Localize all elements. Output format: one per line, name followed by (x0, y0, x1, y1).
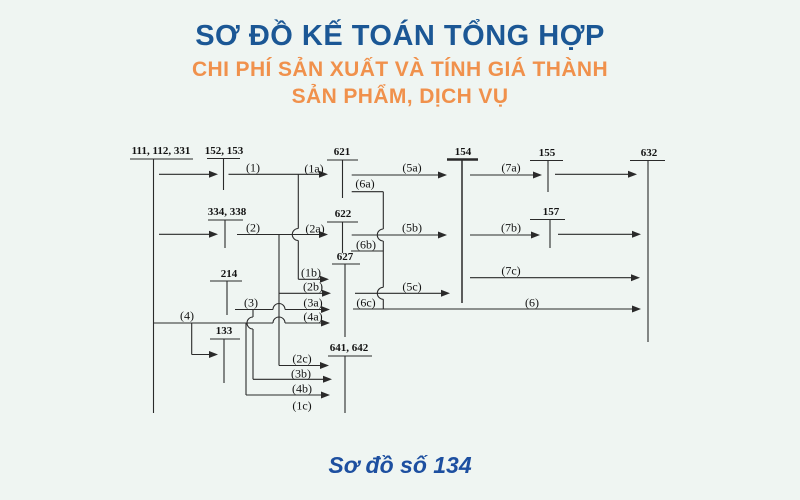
flow-2-2a (237, 231, 328, 238)
account-label-627: 627 (336, 251, 354, 263)
flow-111-to-334 (159, 230, 218, 238)
flow-label-2: (2) (246, 220, 260, 235)
flow-label-5b: (5b) (402, 220, 422, 235)
flow-label-3b: (3b) (291, 366, 311, 381)
flow-label-5a: (5a) (402, 160, 422, 175)
account-label-641-642: 641, 642 (329, 342, 369, 354)
flow-label-6b: (6b) (356, 237, 376, 251)
account-label-154: 154 (454, 146, 472, 158)
t-account-622 (327, 221, 358, 253)
flow-4b (245, 323, 330, 399)
t-account-111-112-331 (130, 158, 193, 413)
account-label-155: 155 (538, 147, 556, 159)
flow-2b-2c (278, 234, 331, 369)
flow-5b (351, 231, 447, 239)
flow-label-1a: (1a) (304, 161, 324, 176)
flow-label-7a: (7a) (501, 160, 521, 175)
page-subtitle-line2: SẢN PHẨM, DỊCH VỤ (291, 85, 509, 108)
flow-label-1: (1) (246, 160, 260, 175)
flow-label-3: (3) (244, 295, 258, 310)
t-account-133 (210, 338, 240, 383)
flow-label-2c: (2c) (292, 351, 312, 366)
flow-111-to-152 (159, 170, 218, 178)
flow-label-7c: (7c) (501, 263, 521, 278)
account-label-111-112-331: 111, 112, 331 (131, 145, 191, 157)
flow-label-4: (4) (180, 308, 194, 323)
account-label-622: 622 (334, 208, 352, 220)
flow-155-to-632 (555, 170, 637, 178)
t-account-641-642 (328, 355, 372, 413)
flow-label-1b: (1b) (301, 265, 321, 280)
diagram-caption: Sơ đồ số 134 (328, 452, 472, 478)
t-account-214 (210, 280, 242, 315)
t-account-152-153 (207, 157, 240, 190)
flow-1-1a (228, 170, 328, 178)
account-label-133: 133 (215, 325, 233, 337)
t-account-621 (327, 159, 358, 198)
t-account-627 (332, 263, 360, 337)
flow-label-6: (6) (525, 295, 539, 309)
page-subtitle-line1: CHI PHÍ SẢN XUẤT VÀ TÍNH GIÁ THÀNH (191, 58, 609, 81)
flow-3-3a (235, 302, 330, 313)
flow-4-4a (153, 316, 330, 327)
flow-label-1c: (1c) (292, 398, 312, 413)
flow-157-to-632 (558, 230, 641, 238)
account-label-632: 632 (640, 147, 658, 159)
flow-label-6c: (6c) (356, 295, 376, 309)
flow-6a-6b-6c-6 (351, 191, 641, 313)
flow-label-6a: (6a) (355, 176, 375, 191)
t-account-154 (447, 158, 478, 303)
t-account-155 (530, 159, 563, 192)
flow-3b (246, 309, 332, 383)
page-title: SƠ ĐỒ KẾ TOÁN TỔNG HỢP (195, 20, 605, 52)
flow-label-2b: (2b) (303, 279, 323, 294)
flow-5c (355, 289, 450, 297)
account-label-334-338: 334, 338 (207, 206, 247, 218)
flow-label-7b: (7b) (501, 220, 521, 235)
flow-7c (470, 274, 640, 282)
t-account-632 (630, 159, 665, 342)
flow-label-3a: (3a) (303, 295, 323, 310)
flow-label-4a: (4a) (303, 309, 323, 323)
flow-4-to-133 (191, 323, 218, 358)
flow-label-5c: (5c) (402, 279, 422, 294)
flow-label-2a: (2a) (305, 221, 325, 236)
flow-7a (470, 171, 542, 179)
account-label-152-153: 152, 153 (204, 145, 244, 157)
t-account-157 (530, 218, 565, 248)
flow-1b (291, 174, 329, 283)
flow-label-4b: (4b) (292, 381, 312, 396)
account-label-157: 157 (542, 206, 560, 218)
account-label-214: 214 (220, 268, 238, 280)
flow-5a (351, 171, 447, 179)
flow-7b (470, 231, 540, 239)
account-label-621: 621 (333, 146, 351, 158)
t-account-334-338 (208, 219, 243, 248)
